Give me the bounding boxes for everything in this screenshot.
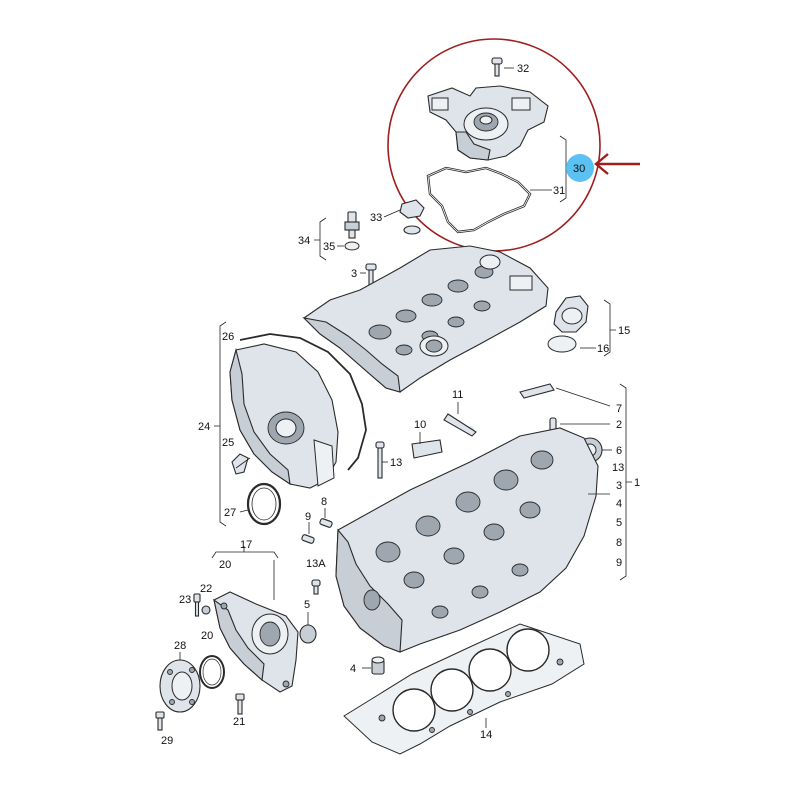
bolt-29 — [155, 711, 165, 731]
callout-33: 33 — [370, 212, 382, 224]
callout-11: 11 — [452, 389, 463, 401]
housing-17 — [213, 591, 299, 693]
callout-3-upper: 3 — [351, 268, 357, 280]
callout-20-top: 20 — [219, 559, 231, 571]
callout-7: 7 — [616, 403, 622, 415]
oil-filler-cap-15 — [547, 295, 589, 353]
sleeve-4 — [362, 656, 385, 675]
callout-34: 34 — [298, 235, 310, 247]
highlight-badge — [566, 154, 594, 182]
callout-8-left: 8 — [321, 496, 327, 508]
seal-20 — [199, 655, 225, 689]
part-10 — [411, 432, 443, 459]
flange-28 — [159, 652, 201, 713]
callout-9-left: 9 — [305, 511, 311, 523]
highlight-arrow — [594, 153, 640, 175]
callout-21: 21 — [233, 716, 245, 728]
callout-25: 25 — [222, 437, 234, 449]
head-gasket-14 — [343, 623, 585, 755]
callout-23: 23 — [179, 594, 191, 606]
bolt-25 — [231, 453, 251, 475]
gasket-31 — [426, 166, 552, 234]
bolt-3-upper — [360, 263, 377, 287]
callout-4-right: 4 — [616, 498, 622, 510]
seal-16 — [547, 335, 577, 353]
callout-31: 31 — [553, 185, 565, 197]
callout-24: 24 — [198, 421, 210, 433]
callout-26: 26 — [222, 331, 234, 343]
callout-3-right: 3 — [616, 480, 622, 492]
bracket-24 — [214, 321, 227, 527]
callout-13A: 13A — [306, 558, 326, 570]
callout-29: 29 — [161, 735, 173, 747]
callout-9-right: 9 — [616, 557, 622, 569]
bracket-15 — [603, 299, 616, 357]
callout-5-right: 5 — [616, 517, 622, 529]
callout-13-right: 13 — [612, 462, 624, 474]
callout-5-left: 5 — [304, 599, 310, 611]
callout-35: 35 — [323, 241, 335, 253]
bolt-21 — [235, 693, 245, 715]
bolt-23 — [193, 593, 201, 617]
callout-32: 32 — [517, 63, 529, 75]
callout-6: 6 — [616, 445, 622, 457]
ventilation-module-30 — [427, 85, 549, 161]
callout-1: 1 — [634, 477, 640, 489]
bracket-17 — [211, 546, 279, 559]
bracket-34 — [314, 217, 327, 261]
plug-5 — [299, 612, 317, 644]
dowel-8 — [319, 508, 333, 528]
seal-27 — [239, 482, 282, 526]
callout-2: 2 — [616, 419, 622, 431]
callout-22: 22 — [200, 583, 212, 595]
cylinder-head — [335, 427, 599, 653]
callout-28: 28 — [174, 640, 186, 652]
callout-13-left: 13 — [390, 457, 402, 469]
pin-7 — [519, 383, 611, 407]
callout-4-left: 4 — [350, 663, 356, 675]
dowel-9 — [301, 522, 315, 544]
callout-20-bottom: 20 — [201, 630, 213, 642]
callout-30: 30 — [573, 163, 585, 175]
callout-8-right: 8 — [616, 537, 622, 549]
cylinder-head-cover — [302, 245, 549, 393]
sensor-34 — [344, 211, 360, 251]
bolt-13 — [375, 441, 388, 479]
part-11 — [443, 402, 477, 437]
callout-15: 15 — [618, 325, 630, 337]
callout-17: 17 — [240, 539, 252, 551]
bracket-1 — [619, 383, 632, 581]
part-33 — [383, 199, 425, 235]
callout-10: 10 — [414, 419, 426, 431]
callout-16: 16 — [597, 343, 609, 355]
pin-22 — [201, 605, 211, 615]
callout-14: 14 — [480, 729, 492, 741]
callout-27: 27 — [224, 507, 236, 519]
bolt-13A — [311, 579, 321, 595]
timing-cover-24 — [229, 333, 367, 489]
bolt-32 — [491, 57, 514, 77]
